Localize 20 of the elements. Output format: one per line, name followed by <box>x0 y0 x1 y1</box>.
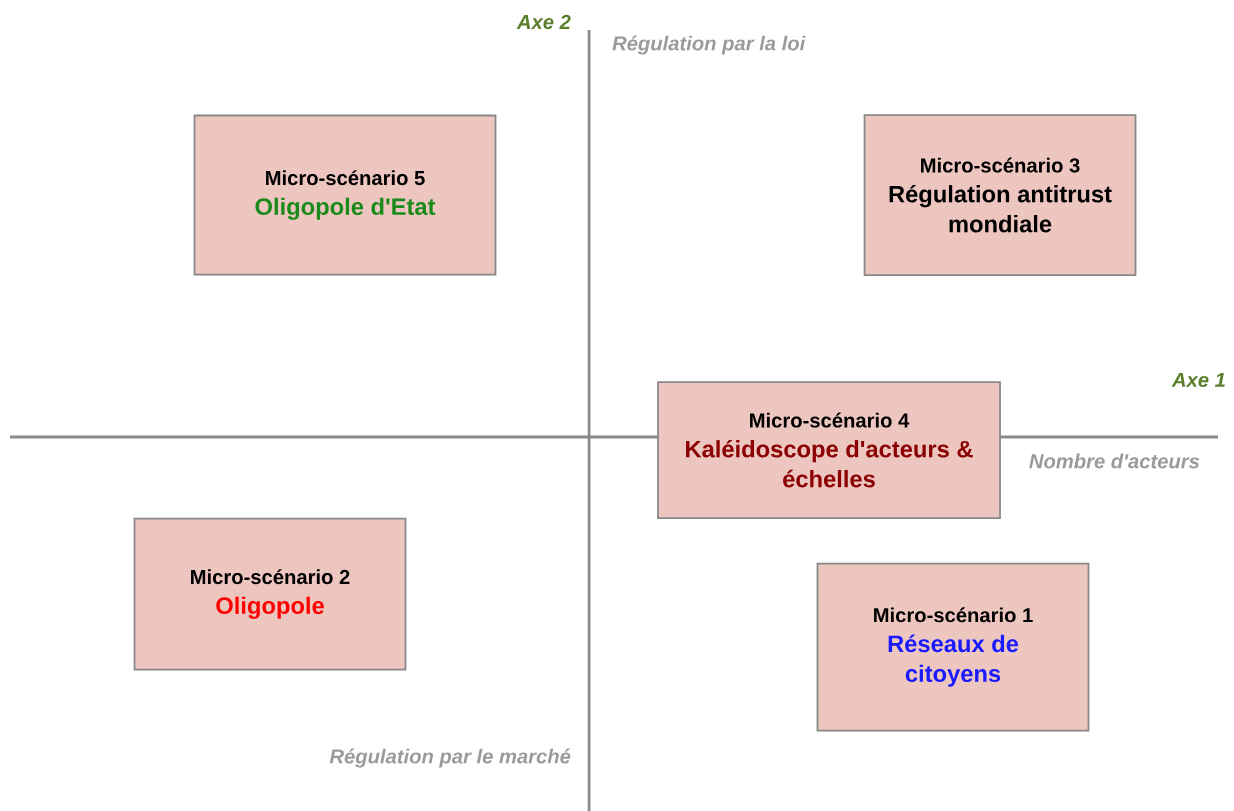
scenario-box <box>863 114 1137 276</box>
scenario-box <box>816 562 1090 732</box>
axis-title: Axe 1 <box>1171 372 1225 388</box>
axis-label: Régulation par la loi <box>612 35 806 55</box>
scenario-title: Micro-scénario 1 <box>874 607 1033 623</box>
scenario-name: Réseaux de citoyens <box>888 634 1019 687</box>
scenario-title: Micro-scénario 3 <box>921 157 1080 173</box>
scenario-box <box>657 381 1001 519</box>
scenario-title: Micro-scénario 2 <box>191 569 350 585</box>
axis-title: Axe 2 <box>516 14 571 30</box>
scenario-box <box>193 114 497 276</box>
axis-label: Régulation par le marché <box>329 748 571 768</box>
scenario-name: Kaléidoscope d'acteurs & échelles <box>686 439 973 488</box>
scenario-name: Oligopole d'Etat <box>255 197 436 220</box>
scenario-name: Oligopole <box>216 596 324 619</box>
scenario-title: Micro-scénario 4 <box>750 412 910 428</box>
axis-label: Nombre d'acteurs <box>1029 453 1200 469</box>
scenario-box <box>133 517 407 671</box>
scenario-name: Régulation antitrust mondiale <box>889 184 1112 233</box>
scenario-title: Micro-scénario 5 <box>266 170 425 186</box>
